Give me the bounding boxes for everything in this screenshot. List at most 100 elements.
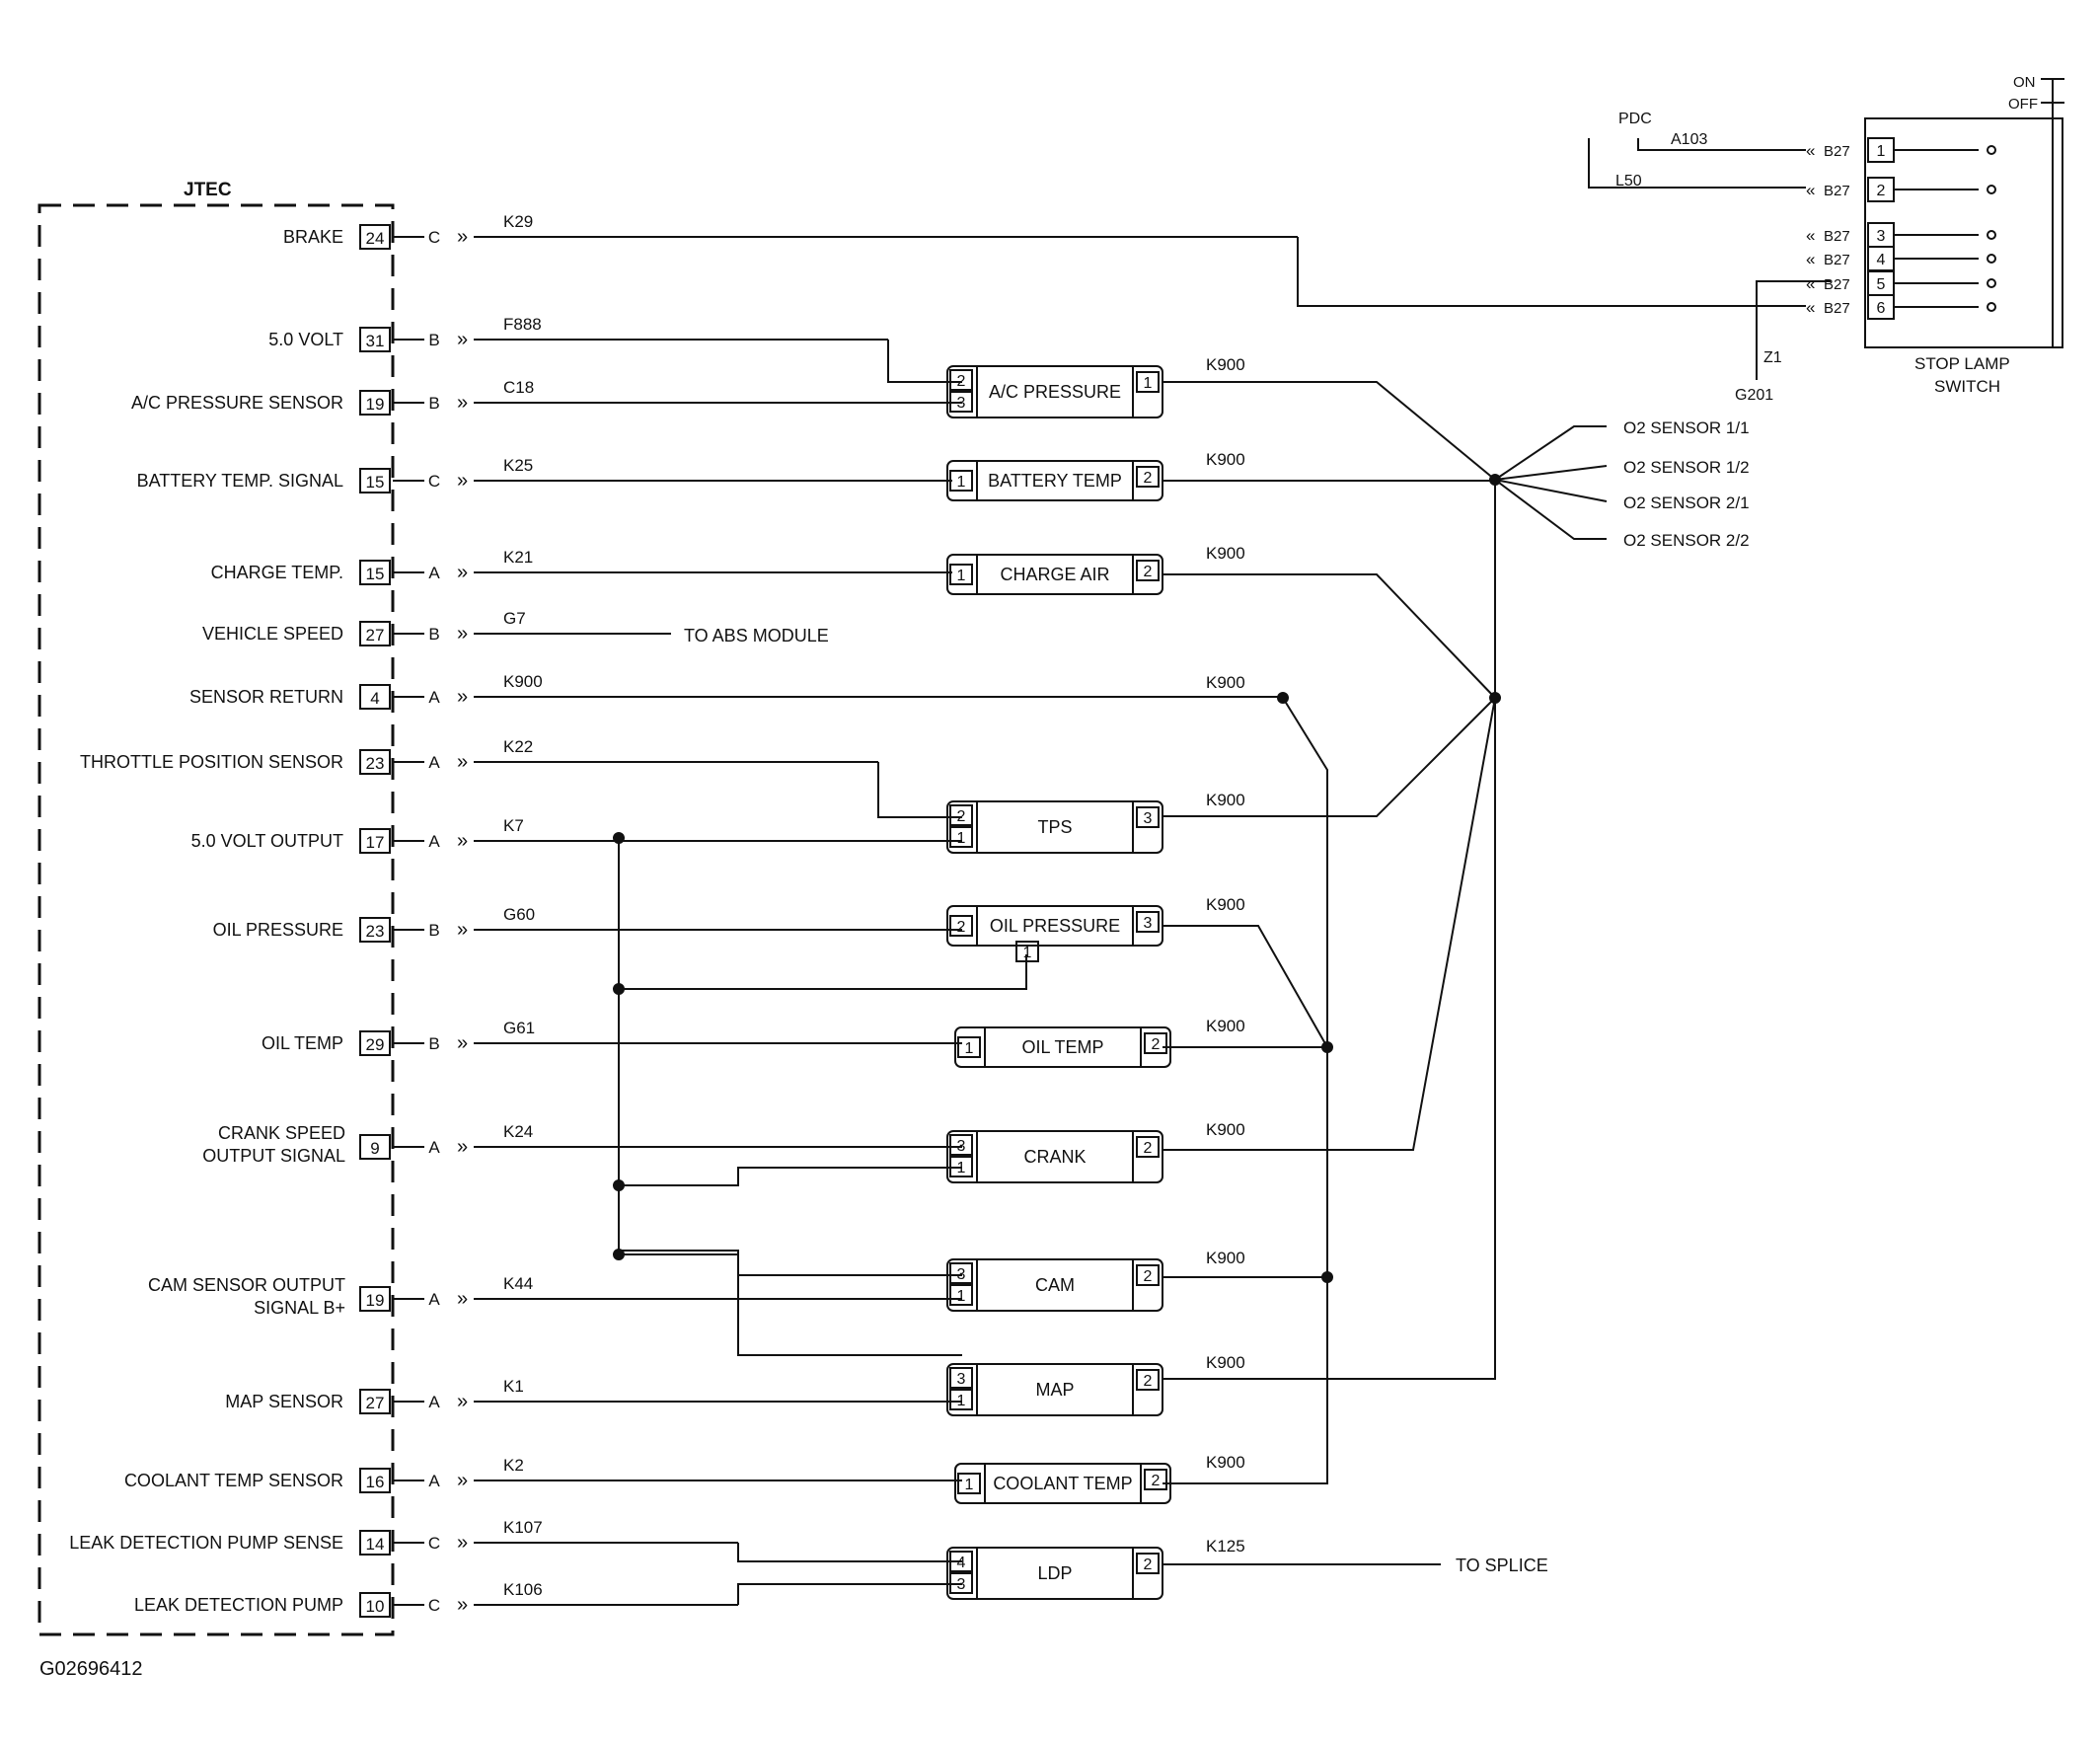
wire-label: K107 xyxy=(503,1518,543,1537)
component-pin-number: 3 xyxy=(957,1576,966,1593)
return-line xyxy=(1162,697,1496,1151)
component-pin xyxy=(949,470,973,492)
pin-box xyxy=(359,1468,391,1493)
component-pin-number: 1 xyxy=(1023,945,1032,961)
connector-letter: B xyxy=(428,331,439,349)
pin-number: 24 xyxy=(366,229,385,248)
pin-label: LEAK DETECTION PUMP SENSE xyxy=(69,1533,343,1553)
pin-label: CHARGE TEMP. xyxy=(211,563,343,582)
splice-dot xyxy=(613,983,625,995)
pin-box xyxy=(359,327,391,352)
connector-letter: B xyxy=(428,394,439,413)
connector-arrow: » xyxy=(457,751,468,773)
connector-arrow: » xyxy=(457,1470,468,1491)
component-pin xyxy=(949,1284,973,1306)
component-pin-number: 2 xyxy=(1144,1268,1153,1285)
wire-label: K44 xyxy=(503,1274,533,1293)
supply-bus xyxy=(619,1167,962,1186)
component-pin xyxy=(949,1572,973,1594)
component-pin-number: 2 xyxy=(1144,564,1153,580)
switch-terminal xyxy=(1987,145,1996,155)
component-label: OIL PRESSURE xyxy=(990,916,1120,936)
connector-arrow: « xyxy=(1806,226,1815,245)
switch-pin-number: 6 xyxy=(1877,300,1886,317)
o2-sensor-label: O2 SENSOR 1/1 xyxy=(1623,418,1750,437)
connector-arrow: » xyxy=(457,1288,468,1310)
connector-letter: A xyxy=(428,564,440,582)
switch-title: STOP LAMP xyxy=(1914,354,2010,373)
wire-label: K21 xyxy=(503,548,533,567)
component-pin-number: 2 xyxy=(1144,1140,1153,1157)
splice-dot xyxy=(613,1249,625,1260)
component-pin-number: 2 xyxy=(1152,1473,1161,1489)
component-pin-number: 2 xyxy=(957,919,966,936)
pin-number: 10 xyxy=(366,1597,385,1616)
component-pin xyxy=(1136,806,1160,828)
connector-arrow: « xyxy=(1806,274,1815,293)
component-pin-number: 1 xyxy=(965,1477,974,1493)
component-label: COOLANT TEMP xyxy=(993,1474,1132,1493)
connector-arrow: » xyxy=(457,686,468,708)
component-pin xyxy=(949,915,973,937)
return-line xyxy=(1162,573,1496,699)
connector-arrow: » xyxy=(457,392,468,414)
supply-bus xyxy=(618,838,962,1356)
wire-route xyxy=(737,1543,962,1562)
splice-dot xyxy=(613,832,625,844)
wire-label: G60 xyxy=(503,905,535,924)
component-pin-number: 1 xyxy=(957,568,966,584)
pin-label: CAM SENSOR OUTPUT xyxy=(148,1275,345,1295)
pin-label: CRANK SPEED xyxy=(218,1123,345,1143)
component-pin xyxy=(949,1389,973,1410)
ground-label: G201 xyxy=(1735,387,1773,404)
wire-route xyxy=(737,1583,962,1605)
connector-letter: A xyxy=(428,1393,440,1411)
pin-box xyxy=(359,468,391,493)
wire-label: K29 xyxy=(503,212,533,231)
pin-number: 9 xyxy=(370,1139,379,1158)
component-label: CHARGE AIR xyxy=(1000,565,1109,584)
connector-arrow: » xyxy=(457,470,468,492)
component-pin-number: 3 xyxy=(957,395,966,412)
pin-number: 31 xyxy=(366,332,385,350)
stop-lamp-switch: STOP LAMP SWITCH ON OFF PDC A103 L50 Z1 … xyxy=(1588,74,2064,404)
connector-arrow: » xyxy=(457,1032,468,1054)
pin-number: 16 xyxy=(366,1473,385,1491)
ground-wire xyxy=(1756,280,1831,380)
wire-label: K900 xyxy=(1206,1453,1245,1472)
connector-name: B27 xyxy=(1824,183,1850,199)
pin-number: 17 xyxy=(366,833,385,852)
connector-arrow: » xyxy=(457,226,468,248)
connector-arrow: » xyxy=(457,1136,468,1158)
component-label: LDP xyxy=(1037,1563,1072,1583)
component-pin-number: 1 xyxy=(957,830,966,847)
component-body xyxy=(946,1258,1163,1312)
connector-arrow: « xyxy=(1806,250,1815,268)
pin-box xyxy=(359,749,391,775)
component-pin xyxy=(1136,911,1160,933)
wire-label: G7 xyxy=(503,609,526,628)
wire-label: K22 xyxy=(503,737,533,756)
pin-number: 27 xyxy=(366,626,385,645)
wire-label: K900 xyxy=(1206,1353,1245,1372)
connector-arrow: » xyxy=(457,1594,468,1616)
component-body xyxy=(946,1363,1163,1416)
connector-arrow: » xyxy=(457,1532,468,1554)
switch-terminal xyxy=(1987,254,1996,264)
to-abs-label: TO ABS MODULE xyxy=(684,626,829,645)
pin-number: 23 xyxy=(366,754,385,773)
wire-label: F888 xyxy=(503,315,542,334)
pin-label: A/C PRESSURE SENSOR xyxy=(131,393,343,413)
